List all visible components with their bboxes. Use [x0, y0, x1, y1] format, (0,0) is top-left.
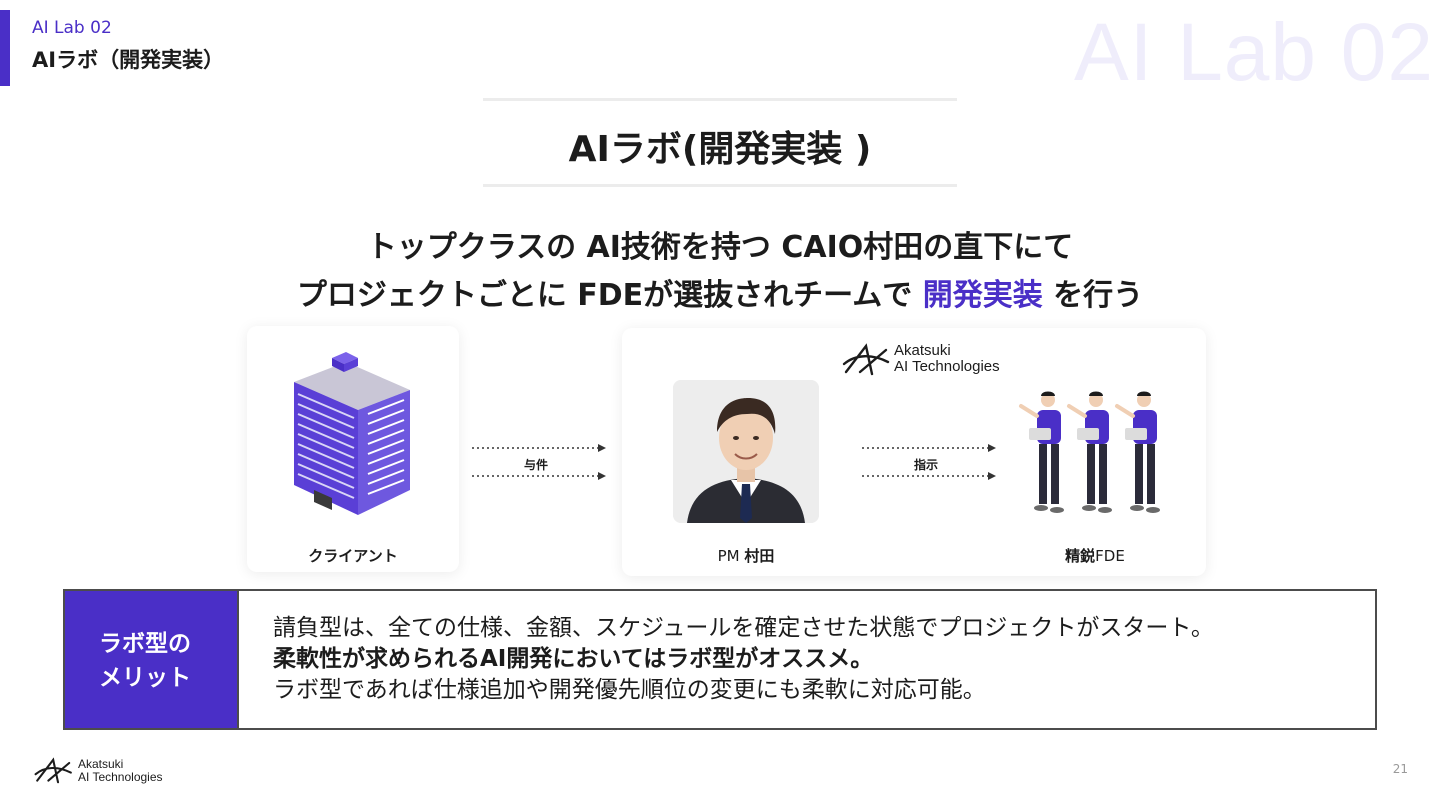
merit-label-line-2: メリット — [99, 665, 191, 691]
footer-logo: Akatsuki AI Technologies — [34, 756, 194, 786]
akatsuki-logo-icon — [842, 343, 890, 376]
team-icon — [1019, 391, 1160, 513]
title-divider-bottom — [483, 184, 957, 187]
requirements-arrow: 与件 — [470, 442, 610, 482]
dotted-arrow-icon — [472, 444, 606, 480]
pm-caption: PM 村田 — [672, 545, 820, 566]
fde-suffix: FDE — [1095, 547, 1125, 565]
requirements-label: 与件 — [523, 458, 548, 472]
dotted-arrow-icon — [862, 444, 996, 480]
merit-divider — [237, 591, 239, 728]
merit-text-line-1: 請負型は、全ての仕様、金額、スケジュールを確定させた状態でプロジェクトがスタート… — [273, 615, 1214, 641]
lead-line-2-after: を行う — [1042, 278, 1144, 313]
fde-caption: 精鋭FDE — [1030, 545, 1160, 566]
instruction-arrow: 指示 — [860, 442, 1000, 482]
building-icon — [294, 352, 410, 515]
company-logo-text: Akatsuki AI Technologies — [894, 343, 1000, 375]
lead-line-2-before: プロジェクトごとに FDEが選抜されチームで — [296, 278, 923, 313]
footer-logo-line-2: AI Technologies — [78, 770, 163, 784]
company-logo: Akatsuki AI Technologies — [842, 342, 1022, 378]
pm-name: 村田 — [744, 547, 775, 565]
pm-prefix: PM — [717, 547, 745, 565]
header-title: AIラボ（開発実装） — [32, 48, 225, 72]
company-logo-line-1: Akatsuki — [894, 342, 951, 359]
lead-line-1: トップクラスの AI技術を持つ CAIO村田の直下にて — [366, 230, 1074, 265]
footer-logo-text: Akatsuki AI Technologies — [78, 758, 163, 784]
header-subtitle: AI Lab 02 — [32, 18, 112, 38]
title-divider-top — [483, 98, 957, 101]
merit-label: ラボ型の メリット — [65, 591, 237, 728]
pm-photo — [673, 380, 819, 523]
merit-text-line-2: 柔軟性が求められるAI開発においてはラボ型がオススメ。 — [273, 646, 874, 672]
company-logo-line-2: AI Technologies — [894, 358, 1000, 375]
akatsuki-logo-icon — [34, 757, 72, 784]
instruction-label: 指示 — [913, 458, 938, 472]
watermark: AI Lab 02 — [1073, 7, 1434, 98]
accent-bar — [0, 10, 10, 86]
page-number: 21 — [1392, 762, 1408, 776]
merit-box: ラボ型の メリット 請負型は、全ての仕様、金額、スケジュールを確定させた状態でプ… — [63, 589, 1377, 730]
client-caption: クライアント — [308, 547, 398, 565]
person-portrait-icon — [673, 380, 819, 523]
fde-prefix: 精鋭 — [1065, 547, 1096, 565]
page-title: AIラボ(開発実装 ) — [568, 129, 872, 170]
merit-text-line-3: ラボ型であれば仕様追加や開発優先順位の変更にも柔軟に対応可能。 — [273, 677, 986, 703]
footer-logo-line-1: Akatsuki — [78, 757, 124, 771]
lead-highlight: 開発実装 — [922, 278, 1043, 313]
merit-text: 請負型は、全ての仕様、金額、スケジュールを確定させた状態でプロジェクトがスタート… — [273, 613, 1214, 706]
lead-line-2: プロジェクトごとに FDEが選抜されチームで 開発実装 を行う — [150, 270, 1290, 314]
merit-label-line-1: ラボ型の — [99, 631, 191, 657]
